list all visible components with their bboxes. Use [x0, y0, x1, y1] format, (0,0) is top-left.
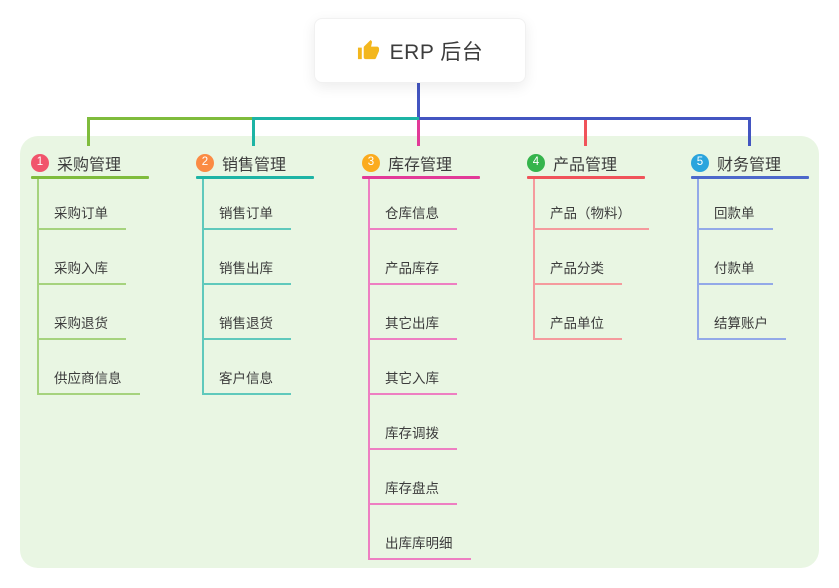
branch-badge: 3: [362, 153, 380, 172]
node-receipt-bill[interactable]: 回款单: [697, 204, 773, 230]
node-other-outbound[interactable]: 其它出库: [368, 314, 457, 340]
node-purchase-inbound[interactable]: 采购入库: [37, 259, 126, 285]
node-warehouse-info[interactable]: 仓库信息: [368, 204, 457, 230]
branches-background-panel: [20, 136, 819, 568]
branch2-drop-line: [252, 117, 255, 146]
branch-label: 财务管理: [717, 156, 782, 174]
branch3-trunk-line: [368, 179, 370, 560]
node-payment-bill[interactable]: 付款单: [697, 259, 773, 285]
node-settlement-account[interactable]: 结算账户: [697, 314, 786, 340]
branch-underline: [691, 176, 809, 179]
branch-label: 采购管理: [57, 156, 122, 174]
branch-label: 销售管理: [222, 156, 287, 174]
node-outbound-detail[interactable]: 出库库明细: [368, 534, 471, 560]
node-product-material[interactable]: 产品（物料）: [533, 204, 649, 230]
branch-header-inventory[interactable]: 3 库存管理: [362, 149, 480, 179]
root-node[interactable]: ERP 后台: [314, 18, 526, 83]
branch-header-product[interactable]: 4 产品管理: [527, 149, 645, 179]
node-other-inbound[interactable]: 其它入库: [368, 369, 457, 395]
thumbs-up-icon: [357, 39, 380, 62]
node-stock-check[interactable]: 库存盘点: [368, 479, 457, 505]
branch1-trunk-line: [37, 179, 39, 395]
root-connector-line: [417, 81, 420, 117]
branch-underline: [196, 176, 314, 179]
branch-underline: [527, 176, 645, 179]
branch4-drop-line: [584, 120, 587, 146]
branch-header-purchase[interactable]: 1 采购管理: [31, 149, 149, 179]
branch-header-finance[interactable]: 5 财务管理: [691, 149, 809, 179]
bus-segment-teal: [253, 117, 419, 120]
node-purchase-order[interactable]: 采购订单: [37, 204, 126, 230]
branch2-trunk-line: [202, 179, 204, 395]
branch-header-sales[interactable]: 2 销售管理: [196, 149, 314, 179]
node-supplier-info[interactable]: 供应商信息: [37, 369, 140, 395]
node-product-unit[interactable]: 产品单位: [533, 314, 622, 340]
node-sales-return[interactable]: 销售退货: [202, 314, 291, 340]
branch1-drop-line: [87, 117, 90, 146]
branch4-trunk-line: [533, 179, 535, 340]
branch5-trunk-line: [697, 179, 699, 340]
node-purchase-return[interactable]: 采购退货: [37, 314, 126, 340]
branch-badge: 2: [196, 153, 214, 172]
node-product-category[interactable]: 产品分类: [533, 259, 622, 285]
branch-badge: 5: [691, 153, 709, 172]
node-sales-order[interactable]: 销售订单: [202, 204, 291, 230]
branch-underline: [362, 176, 480, 179]
branch5-drop-line: [748, 117, 751, 146]
node-product-stock[interactable]: 产品库存: [368, 259, 457, 285]
branch-underline: [31, 176, 149, 179]
bus-segment-green: [87, 117, 253, 120]
bus-segment-blue: [419, 117, 751, 120]
node-sales-outbound[interactable]: 销售出库: [202, 259, 291, 285]
node-stock-transfer[interactable]: 库存调拨: [368, 424, 457, 450]
branch-label: 产品管理: [553, 156, 618, 174]
branch3-drop-line: [417, 120, 420, 146]
node-customer-info[interactable]: 客户信息: [202, 369, 291, 395]
branch-badge: 1: [31, 153, 49, 172]
branch-label: 库存管理: [388, 156, 453, 174]
root-node-label: ERP 后台: [389, 40, 484, 64]
branch-badge: 4: [527, 153, 545, 172]
